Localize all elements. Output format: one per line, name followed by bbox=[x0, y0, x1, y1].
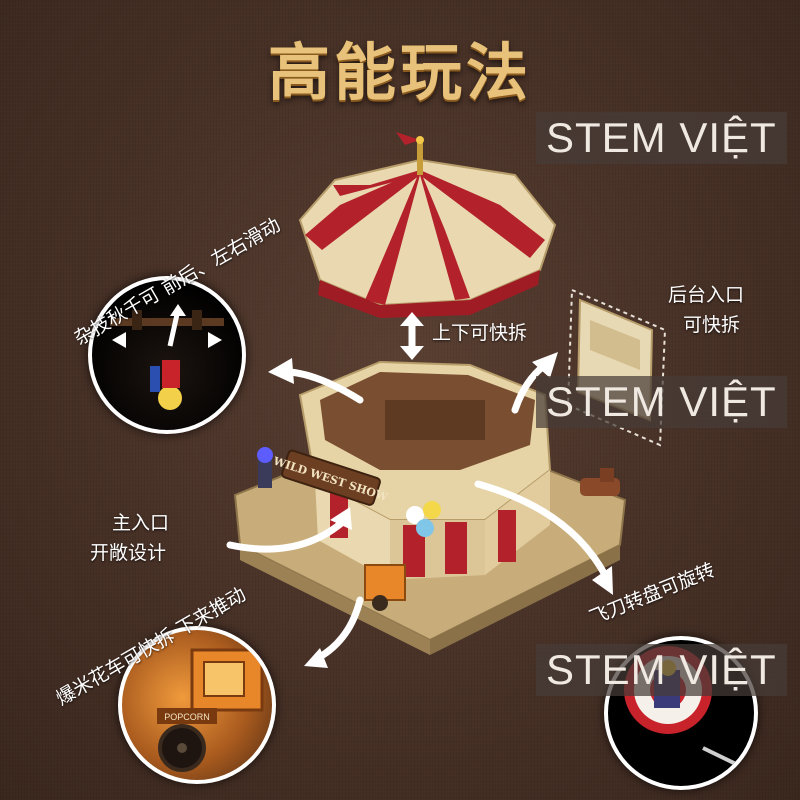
entrance-label-line1: 主入口 bbox=[112, 512, 170, 534]
entrance-label-line2: 开敞设计 bbox=[90, 542, 167, 564]
cart-label: POPCORN bbox=[164, 712, 210, 722]
page-title: 高能玩法 bbox=[267, 36, 532, 109]
watermark-bottom: STEM VIỆT bbox=[536, 644, 787, 696]
roof-label: 上下可快拆 bbox=[432, 322, 528, 344]
swing-closeup bbox=[88, 276, 246, 434]
backstage-label-line1: 后台入口 bbox=[668, 284, 745, 306]
trapeze-icon bbox=[110, 304, 224, 410]
popcorn-cart-closeup: POPCORN bbox=[118, 626, 276, 784]
backstage-label-line2: 可快拆 bbox=[683, 314, 741, 336]
watermark-middle: STEM VIỆT bbox=[536, 376, 787, 428]
watermark-top: STEM VIỆT bbox=[536, 112, 787, 164]
popcorn-cart-icon: POPCORN bbox=[157, 648, 264, 772]
